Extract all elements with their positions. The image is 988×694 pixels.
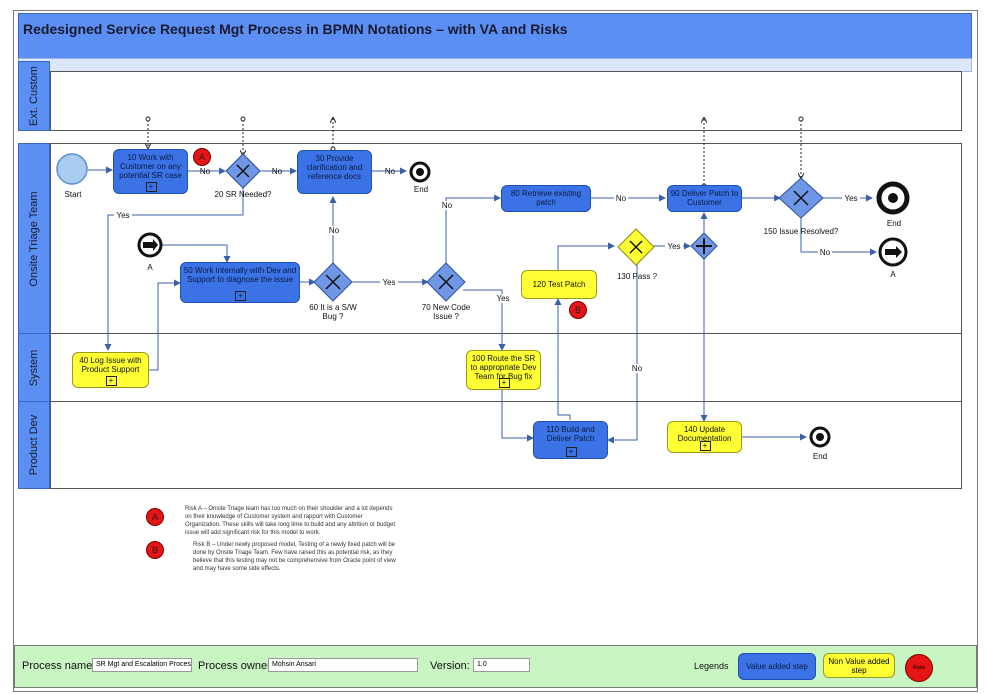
version-label: Version: [430,660,470,672]
process-owner-field[interactable]: Mohsin Ansari [268,658,418,672]
flow-130-no-to-110 [607,264,638,444]
end-label-3: End [812,452,828,461]
gateway-130-label: 130 Pass ? [616,272,658,281]
end-event-1 [409,161,431,183]
end-event-3 [809,426,831,448]
process-owner-label: Process owner: [198,660,274,672]
risk-b-badge[interactable]: B [569,301,587,319]
gateway-parallel [690,232,718,260]
flow-linkA-to-50 [150,244,231,263]
subprocess-marker: + [498,378,510,388]
link-event-a-in [137,232,163,258]
flow-150-no-to-linkA [800,217,877,256]
flow-label: No [327,226,341,235]
legend-non-value-added: Non Value added step [823,653,895,678]
flow-label: No [440,201,454,210]
lane-label-system: System [18,333,50,403]
gateway-130 [617,228,655,266]
legend-value-added: Value added step [738,653,816,680]
start-event [56,153,88,185]
flow-120-to-130 [557,242,615,270]
flow-label: No [630,364,644,373]
subprocess-marker: + [699,441,711,451]
flow-label: Yes [494,294,512,303]
link-a-label-in: A [147,263,153,272]
task-120[interactable]: 120 Test Patch [521,270,597,299]
task-80[interactable]: 80 Retrieve existing patch [501,185,591,212]
flow-label: Yes [665,242,683,251]
gateway-20-label: 20 SR Needed? [214,190,272,199]
risk-b-legend-badge: B [146,541,164,559]
end-event-2 [876,181,910,215]
process-name-field[interactable]: SR Mgt and Escalation Process [92,658,192,672]
risk-a-note: Risk A – Onsite Triage team has too much… [185,506,396,536]
task-40[interactable]: 40 Log Issue with Product Support+ [72,352,149,388]
lane-label-onsite-triage: Onsite Triage Team [18,143,50,335]
start-label: Start [64,190,82,199]
flow-40-to-50 [148,279,181,371]
flow-70-yes-to-100 [463,289,506,351]
lane-product-dev [50,401,962,489]
gateway-150 [778,177,824,219]
lane-label-ext-customer: Ext. Custom [18,61,50,131]
flow-100-to-110 [501,390,534,442]
flow-20-yes-to-40 [104,188,244,351]
risk-a-legend-badge: A [146,508,164,526]
gateway-70-label: 70 New Code Issue ? [421,303,471,321]
gateway-60 [313,262,353,302]
subprocess-marker: + [105,376,117,386]
version-field[interactable]: 1.0 [473,658,530,672]
flow-110-to-120 [554,298,571,420]
flow-label: No [271,167,283,176]
flow-label: Yes [380,278,398,287]
risk-b-note: Risk B – Under newly proposed model, Tes… [193,542,396,572]
flow-label: No [199,167,211,176]
gateway-70 [426,262,466,302]
legends-label: Legends [694,661,729,671]
task-30[interactable]: 30 Provide clarification and reference d… [297,150,372,194]
link-event-a-out [878,237,908,267]
flow-70-no-to-80 [445,194,501,263]
flow-label: Yes [114,211,132,220]
task-10[interactable]: 10 Work with Customer on any potential S… [113,149,188,194]
subprocess-marker: + [145,182,157,192]
task-90[interactable]: 90 Deliver Patch to Customer [667,185,742,212]
lane-ext-customer [50,71,962,131]
end-label-2: End [886,219,902,228]
task-140[interactable]: 140 Update Documentation+ [667,421,742,453]
gateway-150-label: 150 Issue Resolved? [763,227,839,236]
flow-label: No [614,194,628,203]
lane-label-product-dev: Product Dev [18,401,50,489]
legend-risk: Risks [905,654,933,682]
task-50[interactable]: 50 Work internally with Dev and Support … [180,262,300,303]
end-label-1: End [413,185,429,194]
task-100[interactable]: 100 Route the SR to appropriate Dev Team… [466,350,541,390]
task-110[interactable]: 110 Build and Deliver Patch+ [533,421,608,459]
risk-a-badge[interactable]: A [193,148,211,166]
gateway-20 [225,153,261,189]
process-name-label: Process name: [22,660,96,672]
gateway-60-label: 60 It is a S/W Bug ? [309,303,357,321]
subprocess-marker: + [565,447,577,457]
subprocess-marker: + [235,291,246,301]
title-bar: Redesigned Service Request Mgt Process i… [18,13,972,59]
flow-label: Yes [842,194,860,203]
flow-label: No [818,248,832,257]
diagram-title: Redesigned Service Request Mgt Process i… [23,21,568,37]
flow-label: No [384,167,396,176]
link-a-label-out: A [890,270,896,279]
